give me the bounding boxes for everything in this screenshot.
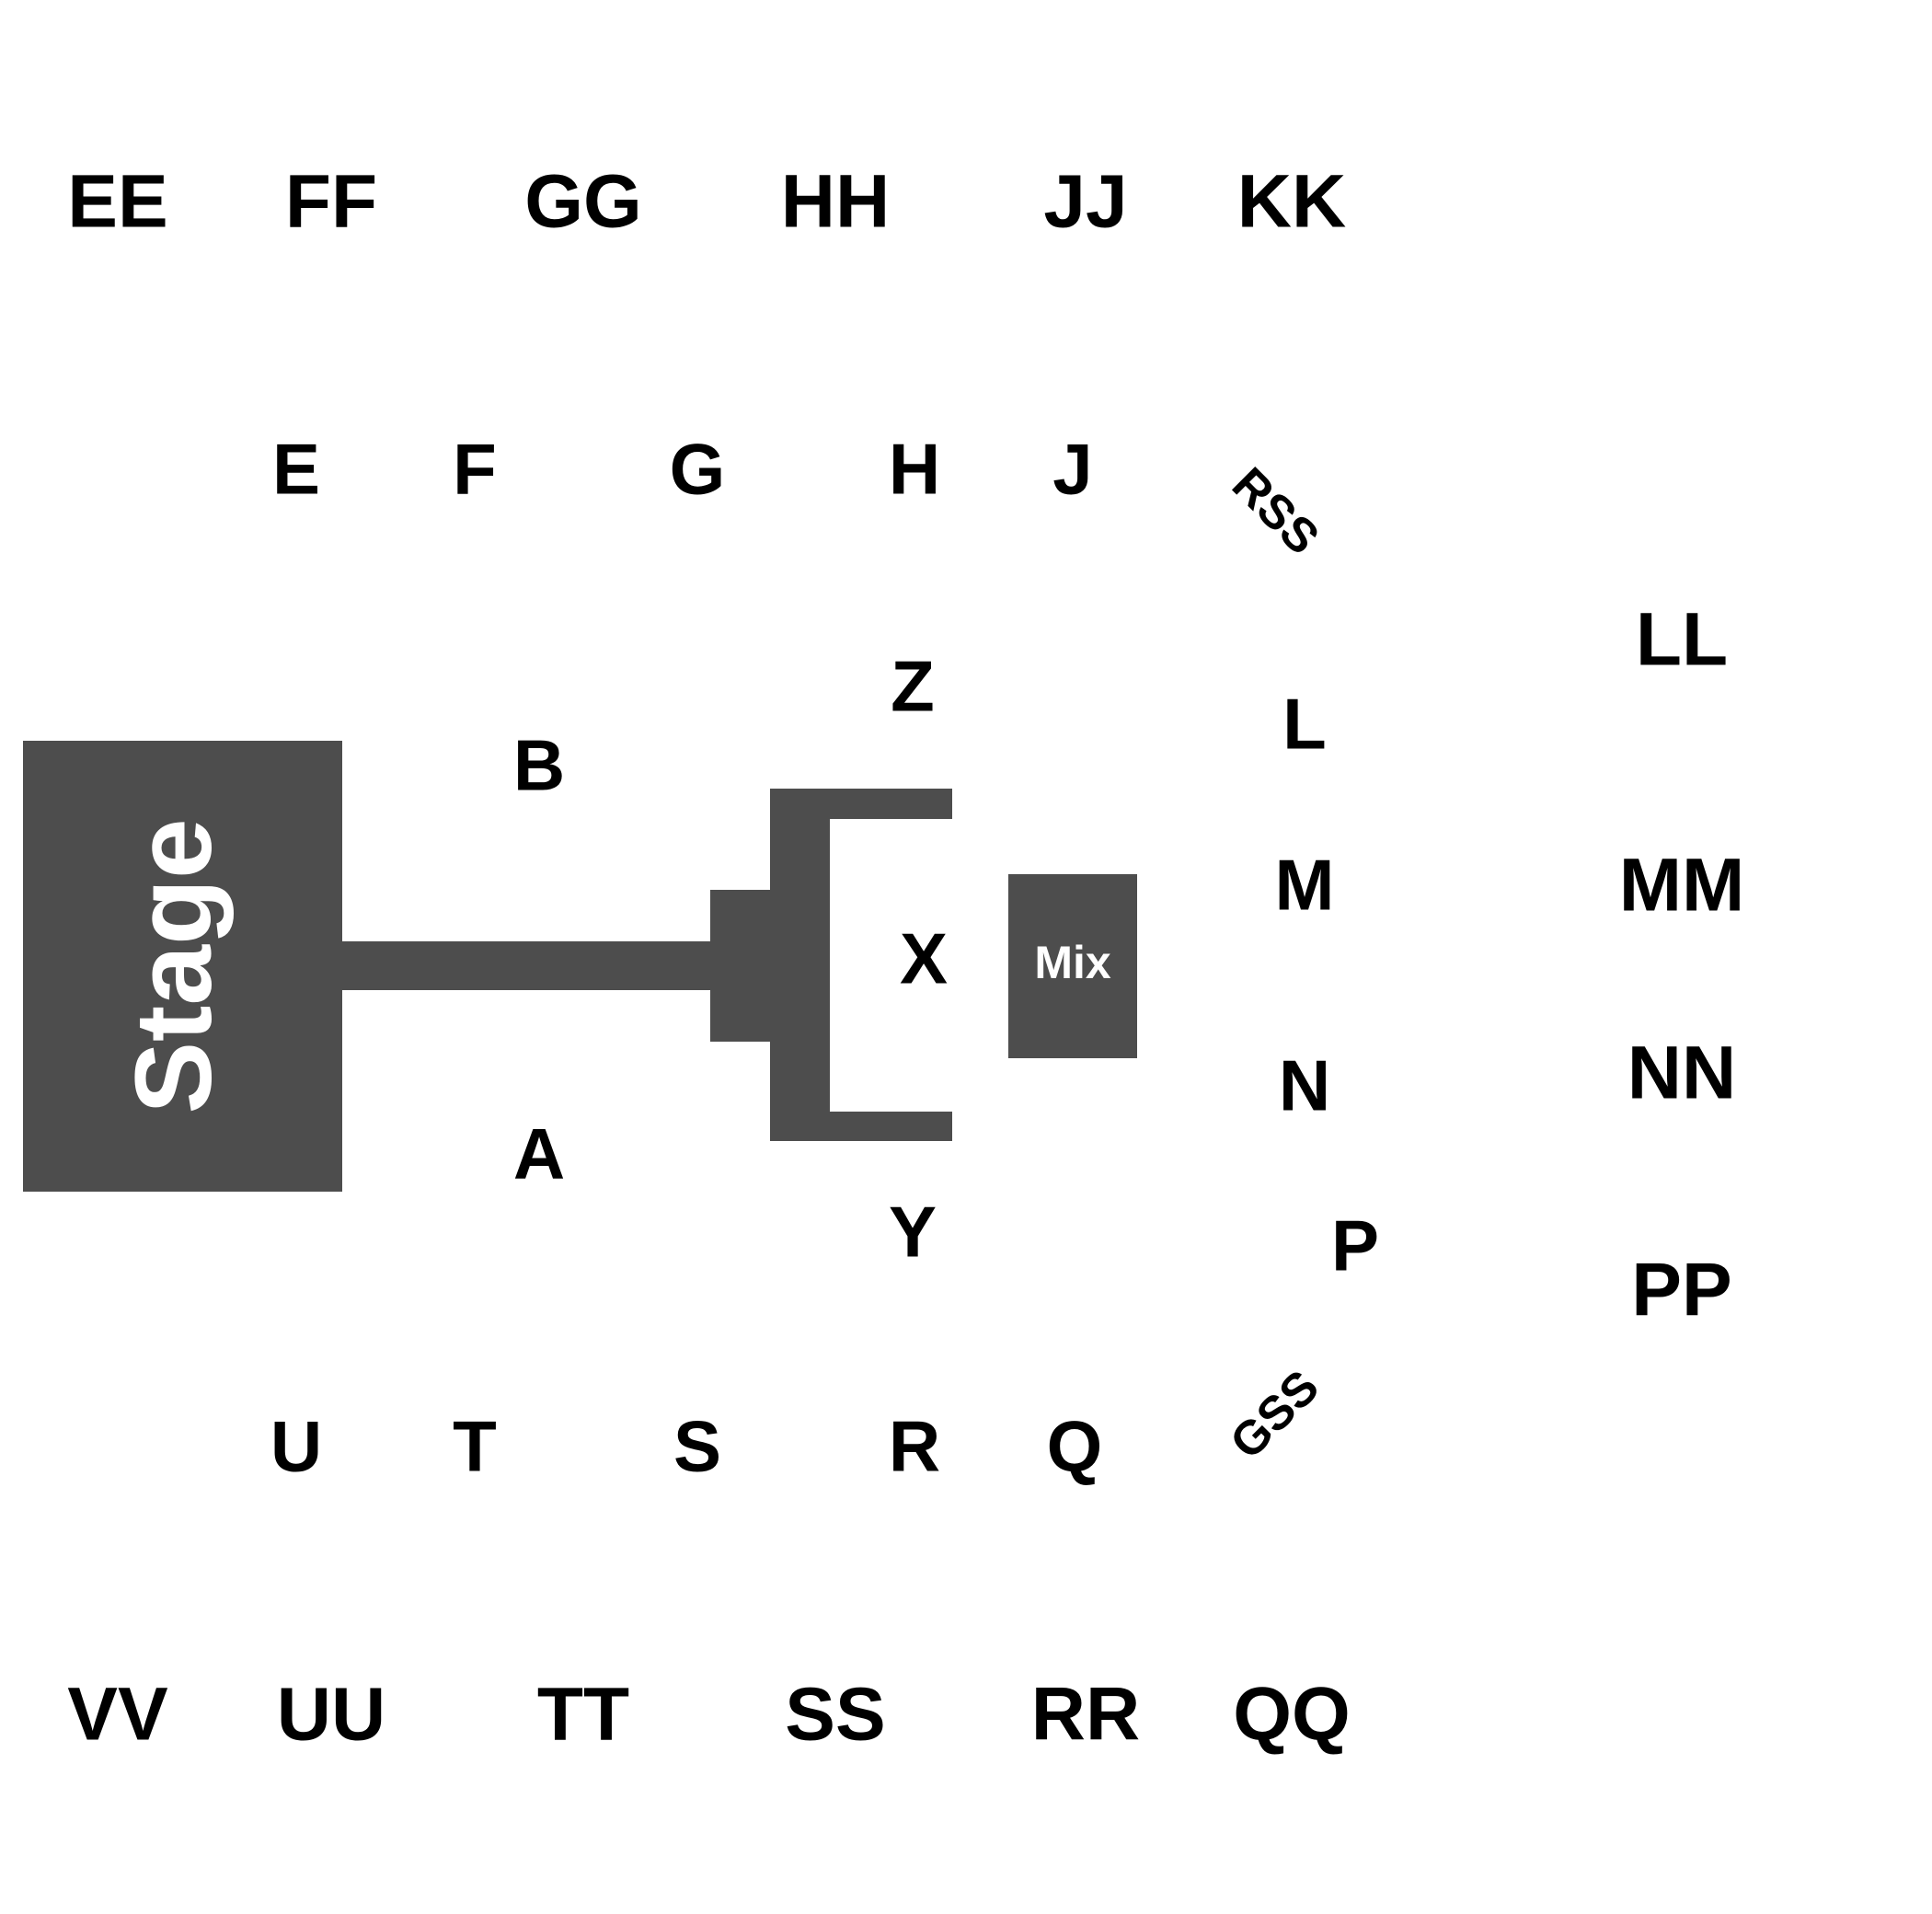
section-gss-label[interactable]: GSS bbox=[1220, 1360, 1329, 1470]
section-r-label[interactable]: R bbox=[889, 1406, 940, 1487]
section-x-label[interactable]: X bbox=[900, 918, 948, 999]
section-ff-label[interactable]: FF bbox=[285, 160, 377, 244]
section-l-label[interactable]: L bbox=[1282, 684, 1327, 765]
section-tt-label[interactable]: TT bbox=[537, 1673, 629, 1757]
runway-thrust bbox=[342, 789, 952, 1141]
section-j-label[interactable]: J bbox=[1052, 429, 1092, 510]
section-p-label[interactable]: P bbox=[1331, 1205, 1379, 1286]
section-kk-label[interactable]: KK bbox=[1237, 160, 1346, 244]
section-ss-label[interactable]: SS bbox=[785, 1673, 885, 1757]
section-n-label[interactable]: N bbox=[1279, 1045, 1330, 1126]
section-f-label[interactable]: F bbox=[453, 429, 497, 510]
section-s-label[interactable]: S bbox=[673, 1406, 721, 1487]
section-rss-label[interactable]: RSS bbox=[1222, 457, 1329, 565]
mix-booth bbox=[1008, 874, 1137, 1058]
section-qq-label[interactable]: QQ bbox=[1233, 1673, 1351, 1757]
stage-block bbox=[23, 741, 342, 1192]
section-q-label[interactable]: Q bbox=[1047, 1406, 1103, 1487]
section-h-label[interactable]: H bbox=[889, 429, 940, 510]
mix-label: Mix bbox=[1034, 937, 1111, 988]
section-b-label[interactable]: B bbox=[513, 725, 565, 806]
section-vv-label[interactable]: VV bbox=[67, 1673, 168, 1757]
stage-label: Stage bbox=[113, 818, 235, 1113]
section-e-label[interactable]: E bbox=[272, 429, 320, 510]
section-ee-label[interactable]: EE bbox=[67, 160, 167, 244]
section-pp-label[interactable]: PP bbox=[1631, 1249, 1731, 1332]
section-ll-label[interactable]: LL bbox=[1636, 598, 1728, 682]
section-g-label[interactable]: G bbox=[670, 429, 726, 510]
section-uu-label[interactable]: UU bbox=[277, 1673, 385, 1757]
section-u-label[interactable]: U bbox=[270, 1406, 322, 1487]
section-y-label[interactable]: Y bbox=[889, 1192, 937, 1273]
section-jj-label[interactable]: JJ bbox=[1043, 160, 1127, 244]
section-hh-label[interactable]: HH bbox=[781, 160, 890, 244]
section-mm-label[interactable]: MM bbox=[1619, 844, 1745, 928]
section-a-label[interactable]: A bbox=[513, 1113, 565, 1194]
section-rr-label[interactable]: RR bbox=[1031, 1673, 1140, 1757]
section-nn-label[interactable]: NN bbox=[1627, 1032, 1736, 1115]
section-m-label[interactable]: M bbox=[1275, 845, 1335, 926]
section-z-label[interactable]: Z bbox=[891, 646, 935, 727]
section-t-label[interactable]: T bbox=[453, 1406, 497, 1487]
section-gg-label[interactable]: GG bbox=[524, 160, 642, 244]
